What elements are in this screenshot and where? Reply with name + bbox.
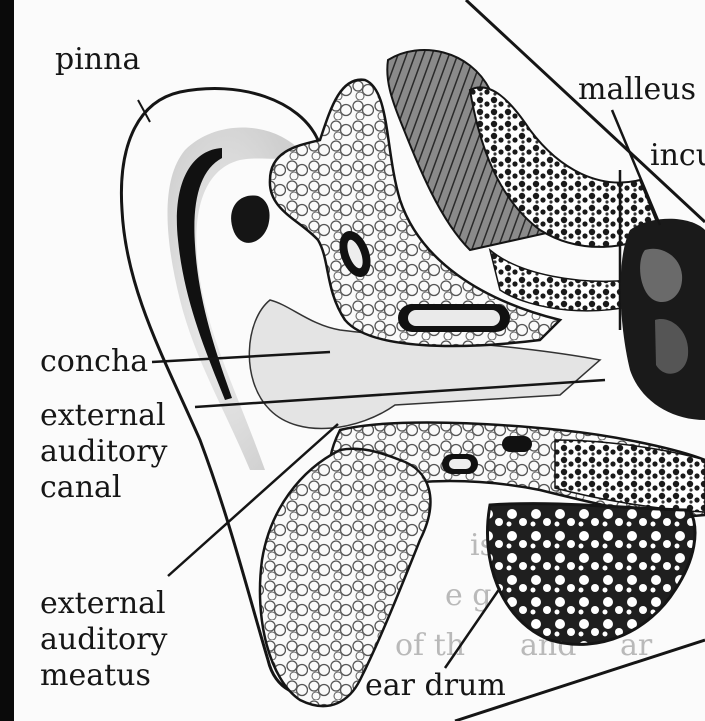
page-edge: [0, 0, 14, 721]
label-external-auditory-canal: external auditory canal: [40, 398, 167, 506]
label-ear-drum: ear drum: [365, 668, 506, 704]
ear-drum-bulb: [488, 504, 696, 645]
label-pinna: pinna: [55, 42, 140, 78]
label-canal-line-2: auditory: [40, 434, 167, 470]
label-meatus-line-1: external: [40, 586, 167, 622]
label-canal-line-3: canal: [40, 470, 167, 506]
pointer-ear-drum: [445, 588, 500, 668]
label-meatus-line-3: meatus: [40, 658, 167, 694]
lower-bone: [555, 440, 705, 512]
label-incus: incu: [650, 138, 705, 174]
antihelix: [231, 195, 269, 242]
label-malleus: malleus: [578, 72, 696, 108]
label-meatus-line-2: auditory: [40, 622, 167, 658]
label-concha: concha: [40, 344, 148, 380]
label-external-auditory-meatus: external auditory meatus: [40, 586, 167, 694]
label-canal-line-1: external: [40, 398, 167, 434]
